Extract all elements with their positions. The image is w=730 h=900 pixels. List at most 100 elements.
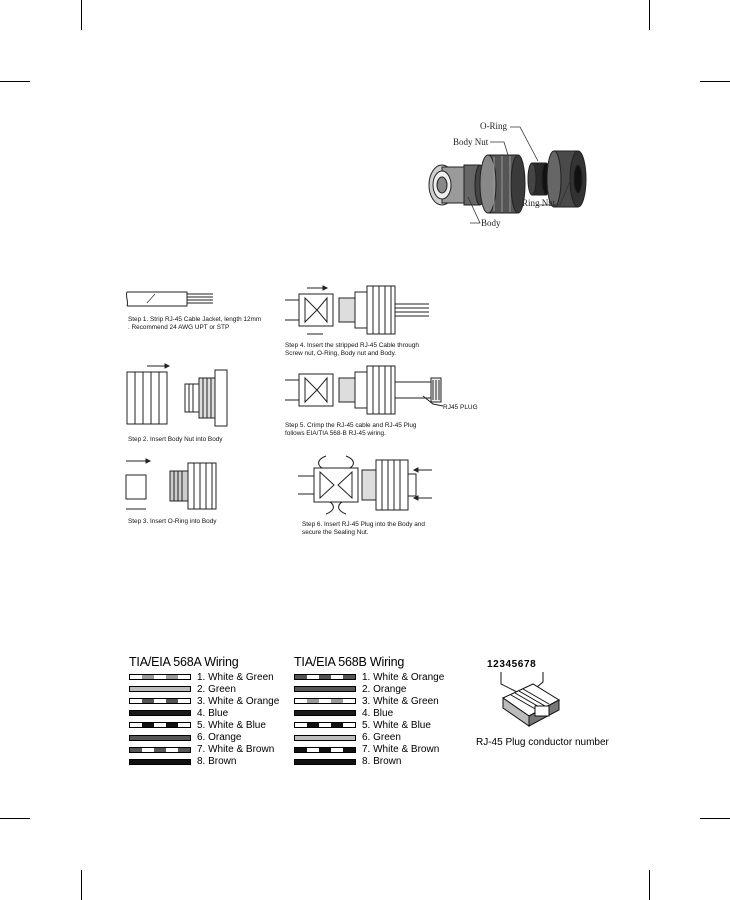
step-1-text: Step 1. Strip RJ-45 Cable Jacket, length… xyxy=(128,316,262,331)
crop-mark xyxy=(81,870,82,900)
wire-color-segment xyxy=(331,723,343,728)
wire-label: 4. Blue xyxy=(197,707,229,719)
step5-illustration xyxy=(285,365,444,415)
wire-color-bar xyxy=(129,758,191,765)
wire-color-segment xyxy=(166,675,178,679)
wire-color-segment xyxy=(295,699,307,704)
wire-color-segment xyxy=(178,699,190,704)
step1-illustration xyxy=(125,291,213,307)
crop-mark xyxy=(649,0,650,30)
wire-color-segment xyxy=(343,699,355,704)
wiring-row: 4. Blue xyxy=(294,707,393,719)
wiring-row: 3. White & Orange xyxy=(129,695,279,707)
crop-mark xyxy=(81,0,82,30)
wire-color-segment xyxy=(166,747,178,752)
wire-color-segment xyxy=(307,675,319,679)
wire-label: 3. White & Green xyxy=(362,695,439,707)
wiring-row: 8. Brown xyxy=(129,756,236,768)
wire-label: 3. White & Orange xyxy=(197,695,280,707)
step-3-text: Step 3. Insert O-Ring into Body xyxy=(128,518,217,525)
wire-color-bar xyxy=(129,710,191,717)
wire-color-segment xyxy=(295,675,307,679)
wiring-568a-title: TIA/EIA 568A Wiring xyxy=(129,655,239,669)
crop-mark xyxy=(700,818,730,819)
wire-color-bar xyxy=(129,698,191,705)
wire-color-segment xyxy=(130,699,142,704)
wire-color-bar xyxy=(129,722,191,729)
wire-label: 8. Brown xyxy=(362,756,402,768)
wire-color-segment xyxy=(130,747,142,752)
wire-label: 5. White & Blue xyxy=(362,719,431,731)
wire-label: 6. Orange xyxy=(197,732,242,743)
wire-label: 1. White & Orange xyxy=(362,671,445,683)
wire-color-segment xyxy=(154,747,166,752)
wire-label: 8. Brown xyxy=(197,756,237,768)
wire-color-segment xyxy=(142,699,154,704)
step4-illustration xyxy=(285,285,429,335)
step-6-text: Step 6. Insert RJ-45 Plug into the Body … xyxy=(302,521,425,536)
wire-color-segment xyxy=(142,747,154,752)
wiring-row: 1. White & Green xyxy=(129,671,274,683)
wire-color-segment xyxy=(307,723,319,728)
wire-color-segment xyxy=(130,735,190,740)
wire-label: 7. White & Brown xyxy=(197,744,275,756)
wire-color-bar xyxy=(129,734,191,741)
step6-illustration xyxy=(298,455,432,515)
wire-color-segment xyxy=(331,675,343,679)
wire-color-segment xyxy=(142,723,154,728)
wire-color-segment xyxy=(130,675,142,679)
wiring-row: 7. White & Brown xyxy=(294,744,439,756)
wire-color-segment xyxy=(307,747,319,752)
wiring-row: 4. Blue xyxy=(129,707,228,719)
crop-mark xyxy=(0,81,30,82)
wire-label: 2. Orange xyxy=(362,683,407,695)
wiring-568b-title: TIA/EIA 568B Wiring xyxy=(294,655,405,669)
wire-color-segment xyxy=(343,675,355,679)
wire-color-segment xyxy=(307,699,319,704)
wire-color-segment xyxy=(178,747,190,752)
wiring-row: 5. White & Blue xyxy=(129,719,266,731)
crop-mark xyxy=(649,870,650,900)
wire-color-bar xyxy=(294,710,356,717)
plug-conductor-caption: RJ-45 Plug conductor number xyxy=(476,737,609,748)
exploded-connector-illustration xyxy=(428,126,587,224)
wiring-row: 2. Green xyxy=(129,683,236,695)
wire-color-bar xyxy=(129,686,191,693)
wiring-row: 6. Orange xyxy=(129,732,241,744)
wire-label: 2. Green xyxy=(197,683,236,695)
step-5-text: Step 5. Crimp the RJ-45 cable and RJ-45 … xyxy=(285,422,417,437)
wiring-row: 1. White & Orange xyxy=(294,671,444,683)
wiring-row: 2. Orange xyxy=(294,683,406,695)
wire-color-segment xyxy=(331,699,343,704)
wire-label: 5. White & Blue xyxy=(197,719,266,731)
wire-label: 7. White & Brown xyxy=(362,744,440,756)
wire-color-segment xyxy=(343,723,355,728)
wire-label: 1. White & Green xyxy=(197,671,274,683)
wire-color-bar xyxy=(294,674,356,680)
wire-color-segment xyxy=(130,759,190,764)
wire-color-segment xyxy=(178,675,190,679)
wire-color-segment xyxy=(166,723,178,728)
wire-color-segment xyxy=(154,723,166,728)
wire-color-segment xyxy=(295,687,355,692)
wire-color-segment xyxy=(295,711,355,716)
wiring-row: 8. Brown xyxy=(294,756,401,768)
wire-color-segment xyxy=(319,675,331,679)
wire-color-segment xyxy=(130,687,190,692)
wire-color-segment xyxy=(331,747,343,752)
wiring-row: 5. White & Blue xyxy=(294,719,431,731)
rj45-plug-label: RJ45 PLUG xyxy=(443,404,478,411)
wire-color-segment xyxy=(130,723,142,728)
wire-color-bar xyxy=(294,758,356,765)
wire-color-segment xyxy=(295,759,355,764)
wire-color-segment xyxy=(154,675,166,679)
wire-color-segment xyxy=(295,747,307,752)
wire-label: 6. Green xyxy=(362,732,401,743)
wire-color-segment xyxy=(178,723,190,728)
label-o-ring: O-Ring xyxy=(480,121,507,131)
label-ring-nut: Ring Nut xyxy=(522,198,556,208)
wire-color-segment xyxy=(295,735,355,740)
label-body-nut: Body Nut xyxy=(453,137,489,147)
